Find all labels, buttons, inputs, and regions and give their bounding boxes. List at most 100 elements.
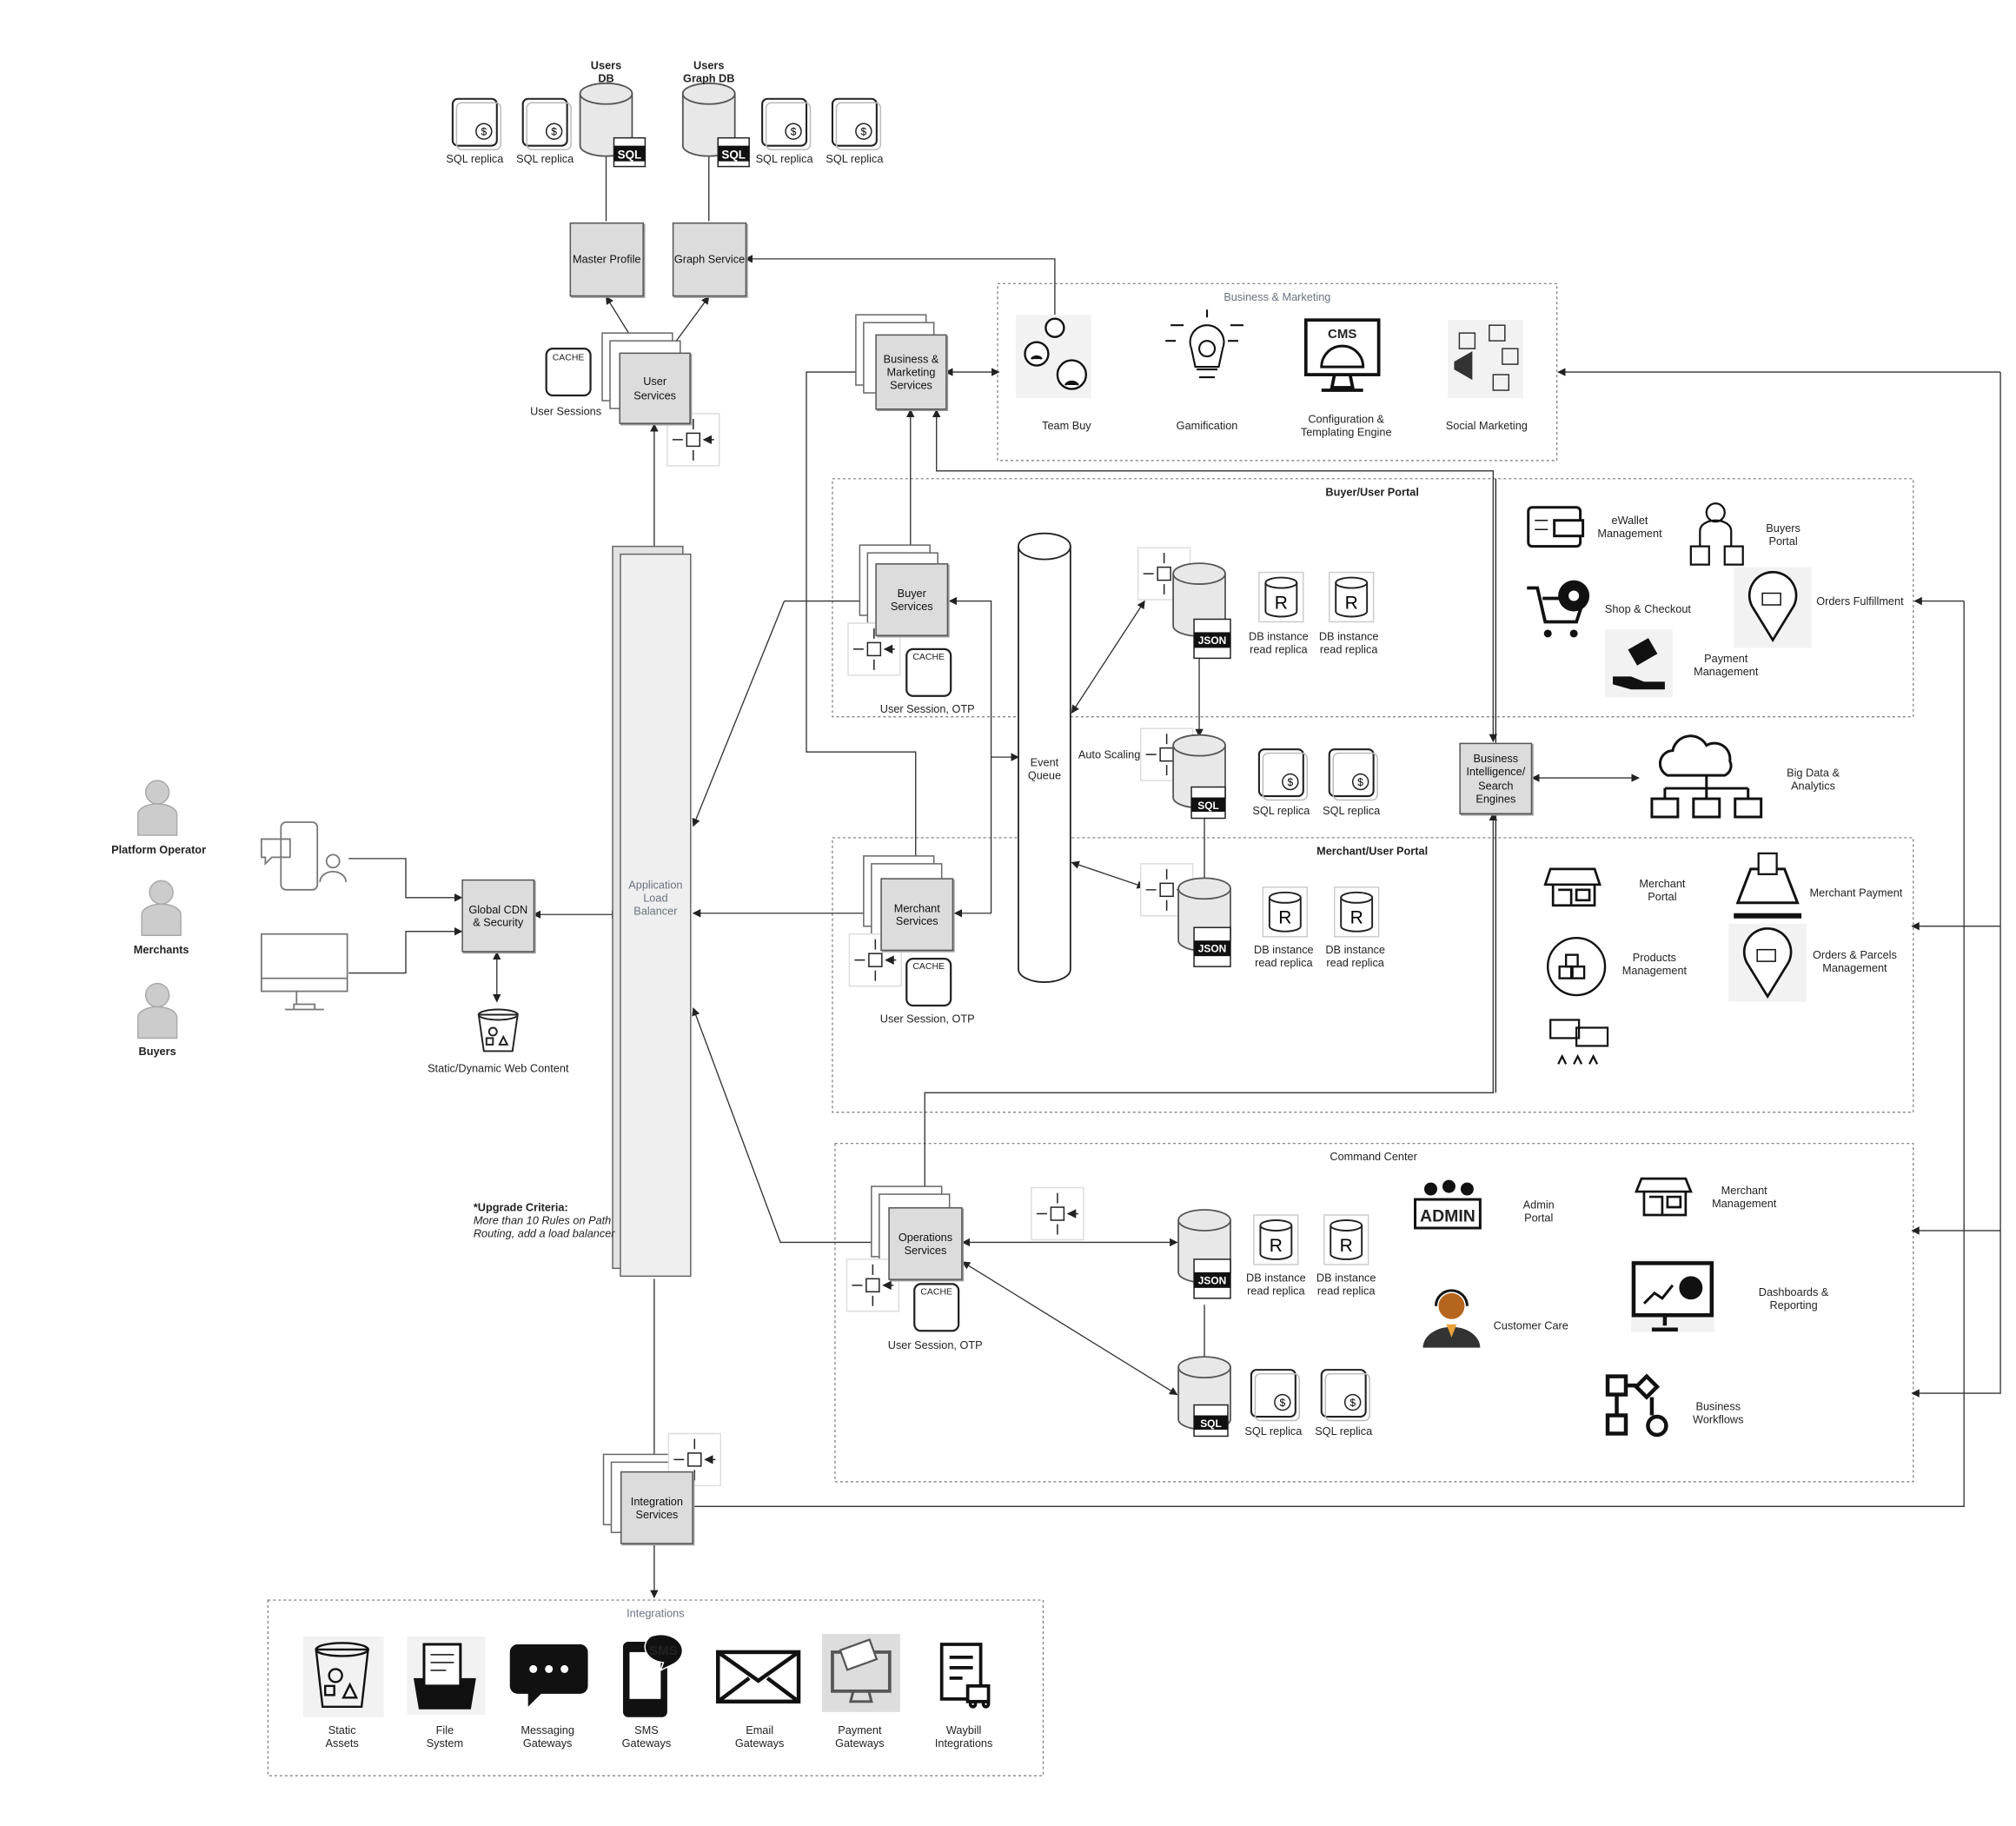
business-marketing-services[interactable]: Business & Marketing Services bbox=[875, 334, 947, 410]
file-system-icon bbox=[407, 1636, 486, 1715]
sql-replica-label: SQL replica bbox=[1244, 1424, 1303, 1438]
buyer-cache-label: CACHE bbox=[912, 653, 945, 662]
orders-fulfillment-label: Orders Fulfillment bbox=[1816, 594, 1904, 608]
integration-item[interactable]: SMS Gateways bbox=[621, 1723, 672, 1750]
merchant-management-store-icon bbox=[1634, 1177, 1693, 1217]
operations-cache-label: CACHE bbox=[920, 1287, 953, 1298]
integration-item[interactable]: File System bbox=[426, 1723, 464, 1750]
alb-label[interactable]: Application Load Balancer bbox=[628, 878, 683, 918]
upgrade-criteria-title: *Upgrade Criteria: bbox=[473, 1200, 568, 1214]
integration-item[interactable]: Static Assets bbox=[325, 1723, 359, 1750]
operations-session-label: User Session, OTP bbox=[887, 1338, 983, 1352]
ewallet-label: eWallet Management bbox=[1597, 514, 1662, 541]
desktop-icon bbox=[260, 933, 348, 1011]
dashboards-reporting-icon bbox=[1630, 1258, 1714, 1332]
user-services[interactable]: User Services bbox=[619, 352, 691, 424]
messaging-gateways-icon bbox=[509, 1643, 588, 1707]
social-marketing-icon bbox=[1447, 320, 1523, 399]
orders-fulfillment-icon bbox=[1734, 567, 1813, 648]
merchant-portal-label: Merchant Portal bbox=[1639, 876, 1686, 903]
config-templating-label: Configuration & Templating Engine bbox=[1300, 412, 1392, 439]
sql-replica-label: SQL replica bbox=[1252, 804, 1310, 817]
db-read-replica-label: DB instance read replica bbox=[1325, 943, 1385, 970]
sms-bubble-text: SMS bbox=[649, 1643, 678, 1659]
waybill-integrations-icon bbox=[939, 1643, 991, 1709]
integration-services[interactable]: Integration Services bbox=[620, 1471, 693, 1544]
sms-gateways-icon bbox=[622, 1633, 684, 1717]
big-data-label: Big Data & Analytics bbox=[1787, 766, 1840, 793]
mobile-users-icon bbox=[260, 821, 348, 891]
graph-service[interactable]: Graph Service bbox=[672, 222, 747, 297]
social-marketing-label: Social Marketing bbox=[1445, 418, 1528, 432]
master-profile-service[interactable]: Master Profile bbox=[569, 222, 644, 297]
ewallet-icon bbox=[1527, 506, 1585, 548]
user-sessions-label: User Sessions bbox=[530, 404, 602, 418]
buyer-session-label: User Session, OTP bbox=[879, 702, 975, 716]
payment-gateways-icon bbox=[821, 1633, 900, 1712]
buyer-services[interactable]: Buyer Services bbox=[875, 563, 949, 636]
business-workflows-icon bbox=[1605, 1373, 1668, 1438]
global-cdn-security[interactable]: Global CDN & Security bbox=[461, 879, 535, 953]
command-center-title: Command Center bbox=[1330, 1150, 1417, 1164]
upgrade-criteria-text: More than 10 Rules on Path Routing, add … bbox=[473, 1213, 615, 1240]
buyers-label: Buyers bbox=[138, 1044, 176, 1058]
merchant-services[interactable]: Merchant Services bbox=[880, 878, 954, 952]
gamification-label: Gamification bbox=[1176, 418, 1238, 432]
users-graph-db-label: Users Graph DB bbox=[683, 58, 735, 85]
sql-replica-label: SQL replica bbox=[826, 152, 884, 166]
svg-text:SQL: SQL bbox=[1197, 800, 1219, 812]
buyer-portal-title: Buyer/User Portal bbox=[1325, 485, 1419, 499]
sql-replica-label: SQL replica bbox=[516, 152, 574, 166]
platform-operator-label: Platform Operator bbox=[111, 842, 207, 856]
auto-scaling-label: Auto Scaling bbox=[1078, 747, 1141, 761]
integration-item[interactable]: Payment Gateways bbox=[835, 1723, 885, 1750]
admin-portal-icon bbox=[1414, 1179, 1482, 1230]
merchant-cache-label: CACHE bbox=[912, 962, 945, 973]
web-content-label: Static/Dynamic Web Content bbox=[428, 1061, 569, 1075]
cms-screen-label: CMS bbox=[1328, 328, 1357, 342]
buyers-portal-icon bbox=[1689, 502, 1744, 566]
users-db-label: Users DB bbox=[590, 58, 622, 85]
svg-text:SQL: SQL bbox=[1200, 1418, 1222, 1430]
integration-item[interactable]: Waybill Integrations bbox=[934, 1723, 993, 1750]
merchant-management-label: Merchant Management bbox=[1712, 1184, 1777, 1211]
payment-management-label: Payment Management bbox=[1694, 651, 1759, 678]
sql-replica-label: SQL replica bbox=[755, 152, 813, 166]
merchant-portal-store-icon bbox=[1543, 867, 1602, 907]
shop-checkout-label: Shop & Checkout bbox=[1604, 602, 1691, 615]
bi-search-engines[interactable]: Business Intelligence/ Search Engines bbox=[1459, 742, 1533, 814]
integration-item[interactable]: Messaging Gateways bbox=[521, 1723, 574, 1750]
svg-text:SQL: SQL bbox=[618, 149, 642, 162]
db-read-replica-label: DB instance read replica bbox=[1246, 1271, 1306, 1298]
db-read-replica-label: DB instance read replica bbox=[1318, 629, 1379, 656]
db-read-replica-label: DB instance read replica bbox=[1249, 629, 1309, 656]
customer-care-label: Customer Care bbox=[1493, 1318, 1568, 1332]
products-management-label: Products Management bbox=[1621, 951, 1688, 978]
operations-services[interactable]: Operations Services bbox=[888, 1207, 963, 1280]
big-data-ai-icon bbox=[1650, 734, 1763, 819]
products-management-icon bbox=[1546, 936, 1607, 997]
merchant-payment-label: Merchant Payment bbox=[1809, 886, 1903, 900]
integration-item[interactable]: Email Gateways bbox=[734, 1723, 785, 1750]
svg-text:JSON: JSON bbox=[1198, 1274, 1227, 1286]
customer-care-icon bbox=[1422, 1289, 1481, 1348]
user-sessions-cache-label: CACHE bbox=[552, 354, 585, 363]
admin-sign: ADMIN bbox=[1420, 1205, 1476, 1225]
dashboards-label: Dashboards & Reporting bbox=[1758, 1285, 1829, 1311]
workflows-label: Business Workflows bbox=[1693, 1399, 1744, 1426]
reviews-icon bbox=[1549, 1019, 1609, 1065]
sql-replica-label: SQL replica bbox=[1323, 804, 1381, 817]
gamification-icon bbox=[1165, 309, 1243, 379]
web-content-bucket-icon bbox=[477, 1008, 519, 1052]
payment-management-icon bbox=[1605, 629, 1673, 698]
team-buy-icon bbox=[1016, 315, 1091, 399]
sql-replica-label: SQL replica bbox=[446, 152, 504, 166]
sql-replica-label: SQL replica bbox=[1315, 1424, 1373, 1438]
static-assets-bucket-icon bbox=[302, 1636, 384, 1717]
merchants-label: Merchants bbox=[133, 943, 189, 957]
orders-parcels-label: Orders & Parcels Management bbox=[1813, 948, 1897, 975]
shop-checkout-icon bbox=[1527, 580, 1590, 638]
event-queue-label: Event Queue bbox=[1027, 755, 1062, 782]
team-buy-label: Team Buy bbox=[1042, 418, 1091, 432]
